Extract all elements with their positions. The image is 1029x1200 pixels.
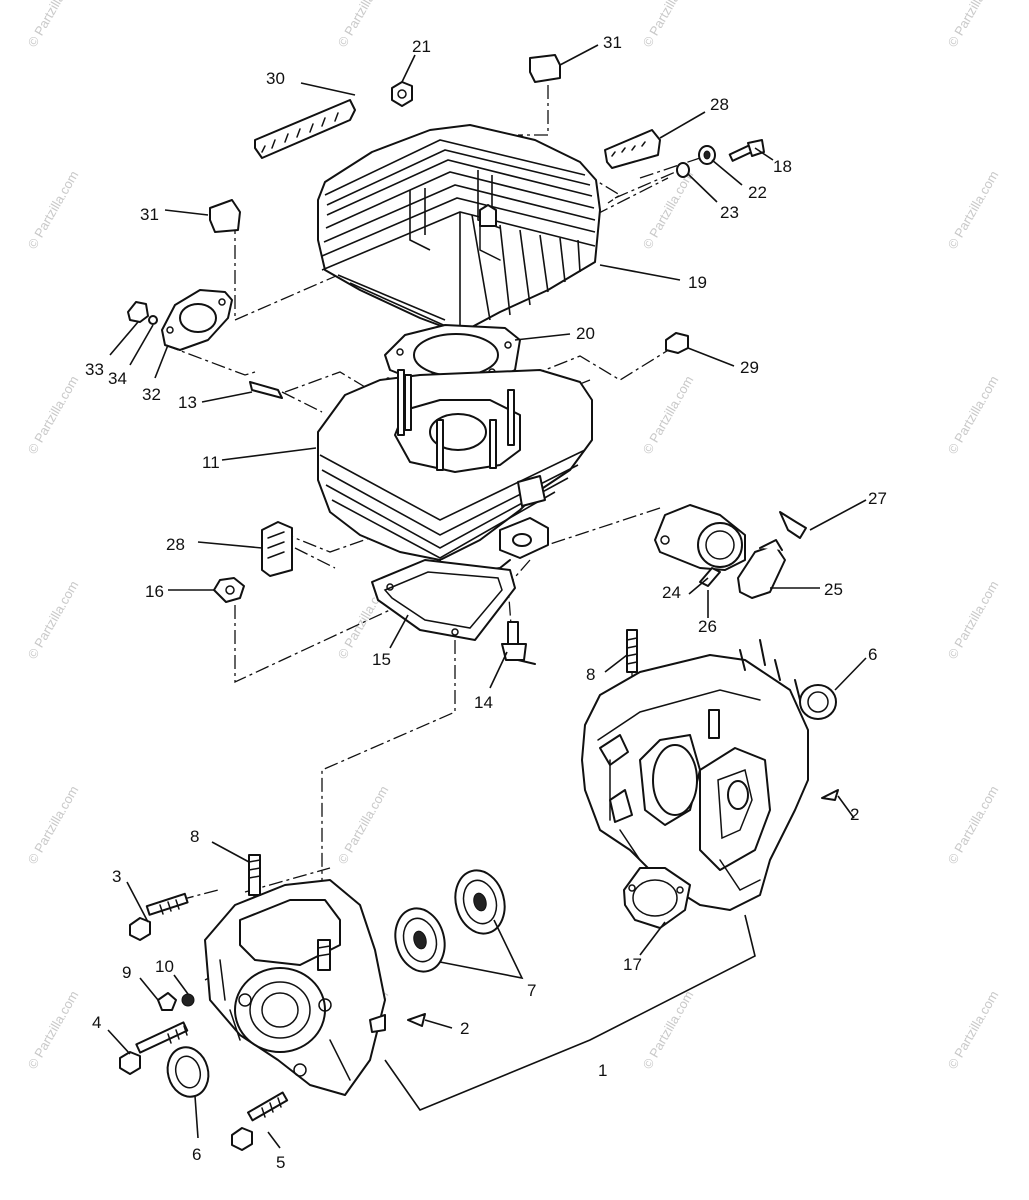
callout-label: 22 [748,183,767,202]
crankcase-right [581,639,809,911]
exhaust-gasket [127,289,233,351]
watermark: © Partzilla.com [335,783,392,866]
left-small-parts [119,892,426,1151]
callout-label: 31 [603,33,622,52]
callout-label: 29 [740,358,759,377]
watermark: © Partzilla.com [25,373,82,456]
callout-label: 34 [108,369,127,388]
small-parts-mid [213,381,536,665]
watermark: © Partzilla.com [945,988,1002,1071]
callout-label: 25 [824,580,843,599]
watermark: © Partzilla.com [640,373,697,456]
callout-label: 6 [868,645,877,664]
small-parts-top [209,54,765,354]
watermark: © Partzilla.com [25,783,82,866]
callout-label: 28 [710,95,729,114]
callout-label: 15 [372,650,391,669]
callout-label: 9 [122,963,131,982]
callout-label: 16 [145,582,164,601]
callout-label: 21 [412,37,431,56]
callout-label: 17 [623,955,642,974]
callout-label: 33 [85,360,104,379]
intake-parts [654,504,807,599]
callout-label: 4 [92,1013,101,1032]
callout-label: 23 [720,203,739,222]
callout-label: 18 [773,157,792,176]
callout-label: 7 [527,981,536,1000]
leader-lines [107,44,867,1149]
gasket-17 [623,867,691,929]
callout-label: 2 [850,805,859,824]
watermark: © Partzilla.com [945,0,1002,50]
callout-label: 8 [586,665,595,684]
callout-label: 13 [178,393,197,412]
callout-label: 5 [276,1153,285,1172]
watermark: © Partzilla.com [25,0,82,50]
callout-label: 11 [202,453,220,472]
base-gasket [371,559,516,641]
callout-label: 1 [598,1061,607,1080]
callout-label: 6 [192,1145,201,1164]
callout-label: 27 [868,489,887,508]
callout-label: 26 [698,617,717,636]
watermark: © Partzilla.com [25,168,82,251]
cylinder [317,369,593,576]
watermark: © Partzilla.com [945,783,1002,866]
callouts: 30 21 31 28 18 22 23 31 19 20 29 33 34 3… [85,33,887,1172]
callout-label: 30 [266,69,285,88]
watermark: © Partzilla.com [25,988,82,1071]
cylinder-head [317,124,601,331]
callout-label: 14 [474,693,493,712]
callout-label: 20 [576,324,595,343]
callout-label: 3 [112,867,121,886]
watermark: © Partzilla.com [640,168,697,251]
right-small-parts [626,629,839,801]
crankcase-left [204,854,386,1096]
callout-label: 31 [140,205,159,224]
watermark: © Partzilla.com [945,578,1002,661]
head-gasket [384,324,521,386]
watermark: © Partzilla.com [945,373,1002,456]
callout-label: 28 [166,535,185,554]
watermark: © Partzilla.com [640,0,697,50]
callout-label: 8 [190,827,199,846]
callout-label: 2 [460,1019,469,1038]
callout-label: 24 [662,583,681,602]
watermark: © Partzilla.com [945,168,1002,251]
callout-label: 19 [688,273,707,292]
watermark: © Partzilla.com [335,0,392,50]
callout-label: 32 [142,385,161,404]
bearings [394,869,506,973]
watermark: © Partzilla.com [25,578,82,661]
callout-label: 10 [155,957,174,976]
